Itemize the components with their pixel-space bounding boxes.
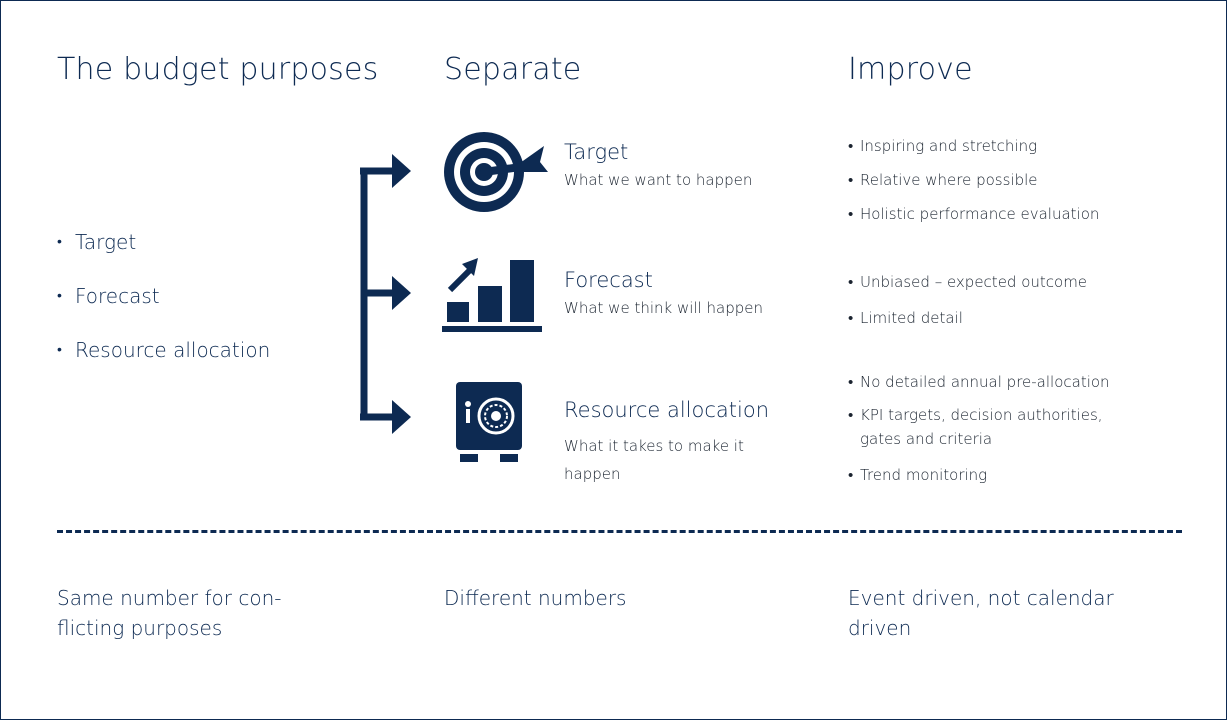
improve-item-continued: gates and criteria <box>860 430 993 448</box>
arrow-target <box>392 154 411 188</box>
footer-middle: Different numbers <box>444 586 627 610</box>
improve-item: •Limited detail <box>848 309 963 327</box>
arrow-forecast <box>392 276 411 310</box>
improve-item: •No detailed annual pre-allocation <box>848 373 1110 391</box>
dashed-divider <box>57 530 1182 533</box>
bullet-dot: • <box>57 342 62 358</box>
bullet-dot: • <box>57 288 62 304</box>
footer-left: Same number for con- flicting purposes <box>57 583 282 643</box>
bracket-arrows <box>360 154 411 434</box>
improve-item: •Unbiased – expected outcome <box>848 273 1088 291</box>
section-title-forecast: Forecast <box>564 268 653 292</box>
bar-chart-growth-icon <box>442 258 542 332</box>
purpose-label: Target <box>75 230 137 254</box>
footer-right: Event driven, not calendar driven <box>848 583 1114 643</box>
section-subtitle-resource-line1: What it takes to make it <box>564 437 744 455</box>
footer-right-line2: driven <box>848 616 912 640</box>
section-subtitle-forecast: What we think will happen <box>564 299 763 317</box>
improve-item: •Relative where possible <box>848 171 1038 189</box>
footer-left-line1: Same number for con- <box>57 586 282 610</box>
safe-vault-icon <box>456 382 522 462</box>
section-subtitle-target: What we want to happen <box>564 171 753 189</box>
arrow-resource <box>392 400 411 434</box>
purpose-label: Resource allocation <box>75 338 271 362</box>
improve-item: •Holistic performance evaluation <box>848 205 1100 223</box>
purpose-item-target: • Target <box>57 230 136 254</box>
header-budget-purposes: The budget purposes <box>57 52 379 87</box>
header-improve: Improve <box>848 52 973 87</box>
footer-left-line2: flicting purposes <box>57 616 223 640</box>
header-separate: Separate <box>444 52 582 87</box>
purpose-item-forecast: • Forecast <box>57 284 160 308</box>
improve-item: •KPI targets, decision authorities, <box>848 406 1103 424</box>
purpose-item-resource-allocation: • Resource allocation <box>57 338 270 362</box>
dart-target-icon <box>444 132 548 212</box>
improve-item: •Inspiring and stretching <box>848 137 1038 155</box>
section-title-resource-allocation: Resource allocation <box>564 398 770 422</box>
section-title-target: Target <box>564 140 629 164</box>
purpose-label: Forecast <box>75 284 160 308</box>
section-subtitle-resource-line2: happen <box>564 465 621 483</box>
footer-right-line1: Event driven, not calendar <box>848 586 1114 610</box>
improve-item: •Trend monitoring <box>848 466 988 484</box>
bullet-dot: • <box>57 234 62 250</box>
